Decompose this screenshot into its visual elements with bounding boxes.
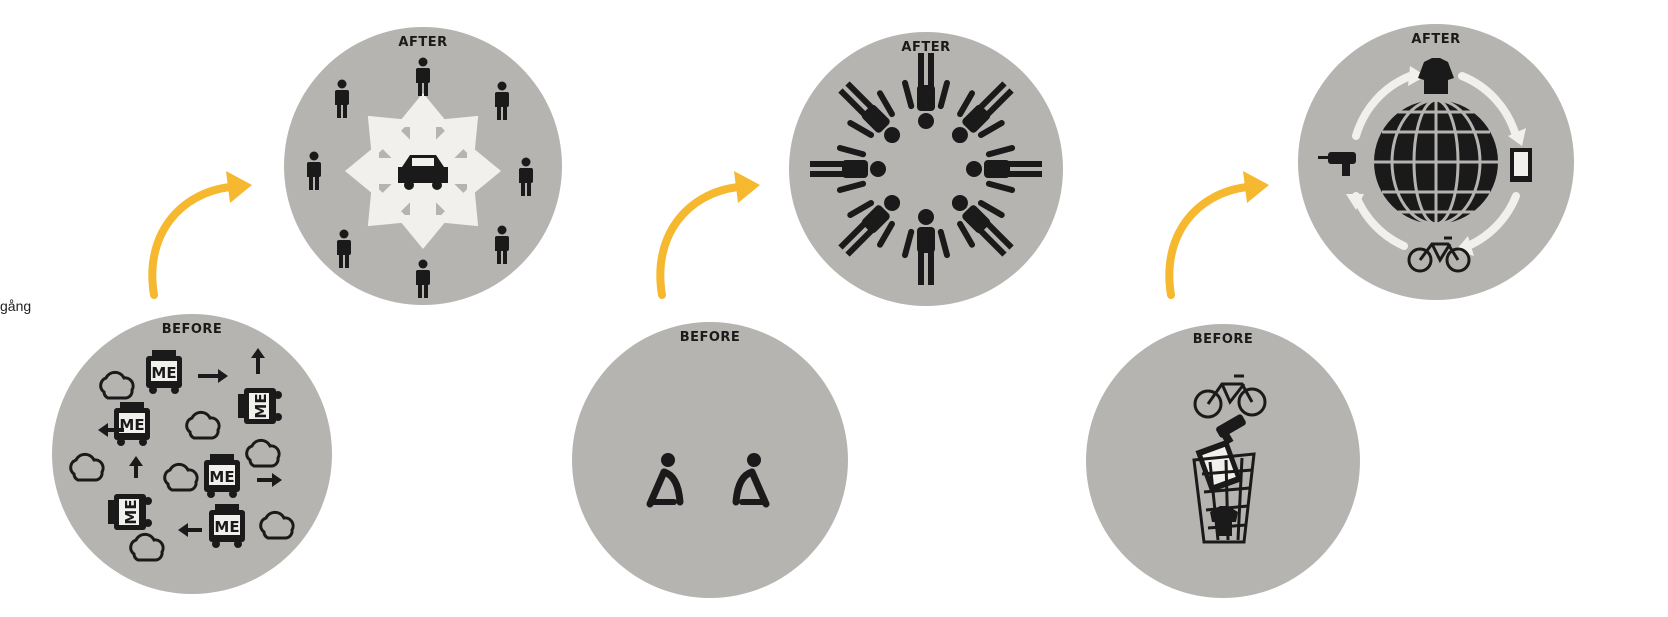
isolated-people-icon [572,322,848,598]
person-s [416,260,430,299]
sitting-person-1 [650,453,680,504]
bicycle-icon [1409,238,1469,271]
cloud-5 [247,440,279,466]
cars-labeled-me-icon: ME [52,314,332,594]
cloud-7 [131,534,163,560]
cloud-1 [101,372,133,398]
cloud-2 [187,412,219,438]
people-circle-icon [789,32,1063,306]
cloud-6 [261,512,293,538]
shirt-icon [1210,506,1238,536]
me-car-5 [108,494,152,530]
drill-icon [1318,152,1356,176]
trash-bin-objects-icon [1086,324,1360,598]
radial-people [810,53,1042,285]
cloud-4 [165,464,197,490]
person-nw [335,80,349,119]
edge-text-fragment: gång [0,298,31,314]
me-car-3 [114,402,150,446]
typewriter-icon [1196,440,1243,493]
panel2-before-circle: BEFORE [572,322,848,598]
transition-arrow-1 [140,165,260,300]
cloud-3 [71,454,103,480]
panel2-after-circle: AFTER [789,32,1063,306]
globe-sharing-icon [1298,24,1574,300]
typewriter-icon [1510,148,1532,182]
jacket-icon [1418,58,1454,94]
bicycle-icon [1195,376,1265,417]
panel3-after-circle: AFTER [1298,24,1574,300]
panel1-before-circle: BEFORE ME [52,314,332,594]
person-e [519,158,533,197]
transition-arrow-2 [648,165,768,300]
person-sw [337,230,351,269]
transition-arrow-3 [1157,165,1277,300]
person-n [416,58,430,97]
me-car-4 [204,454,240,498]
me-car-1 [146,350,182,394]
panel1-after-circle: AFTER [284,27,562,305]
person-w [307,152,321,191]
sitting-person-2 [736,453,766,504]
panel3-before-circle: BEFORE [1086,324,1360,598]
person-ne [495,82,509,121]
me-car-6 [209,504,245,548]
shared-car-icon [284,27,562,305]
globe-icon [1374,100,1498,224]
drill-icon [1215,413,1247,445]
me-car-2 [238,388,282,424]
person-se [495,226,509,265]
